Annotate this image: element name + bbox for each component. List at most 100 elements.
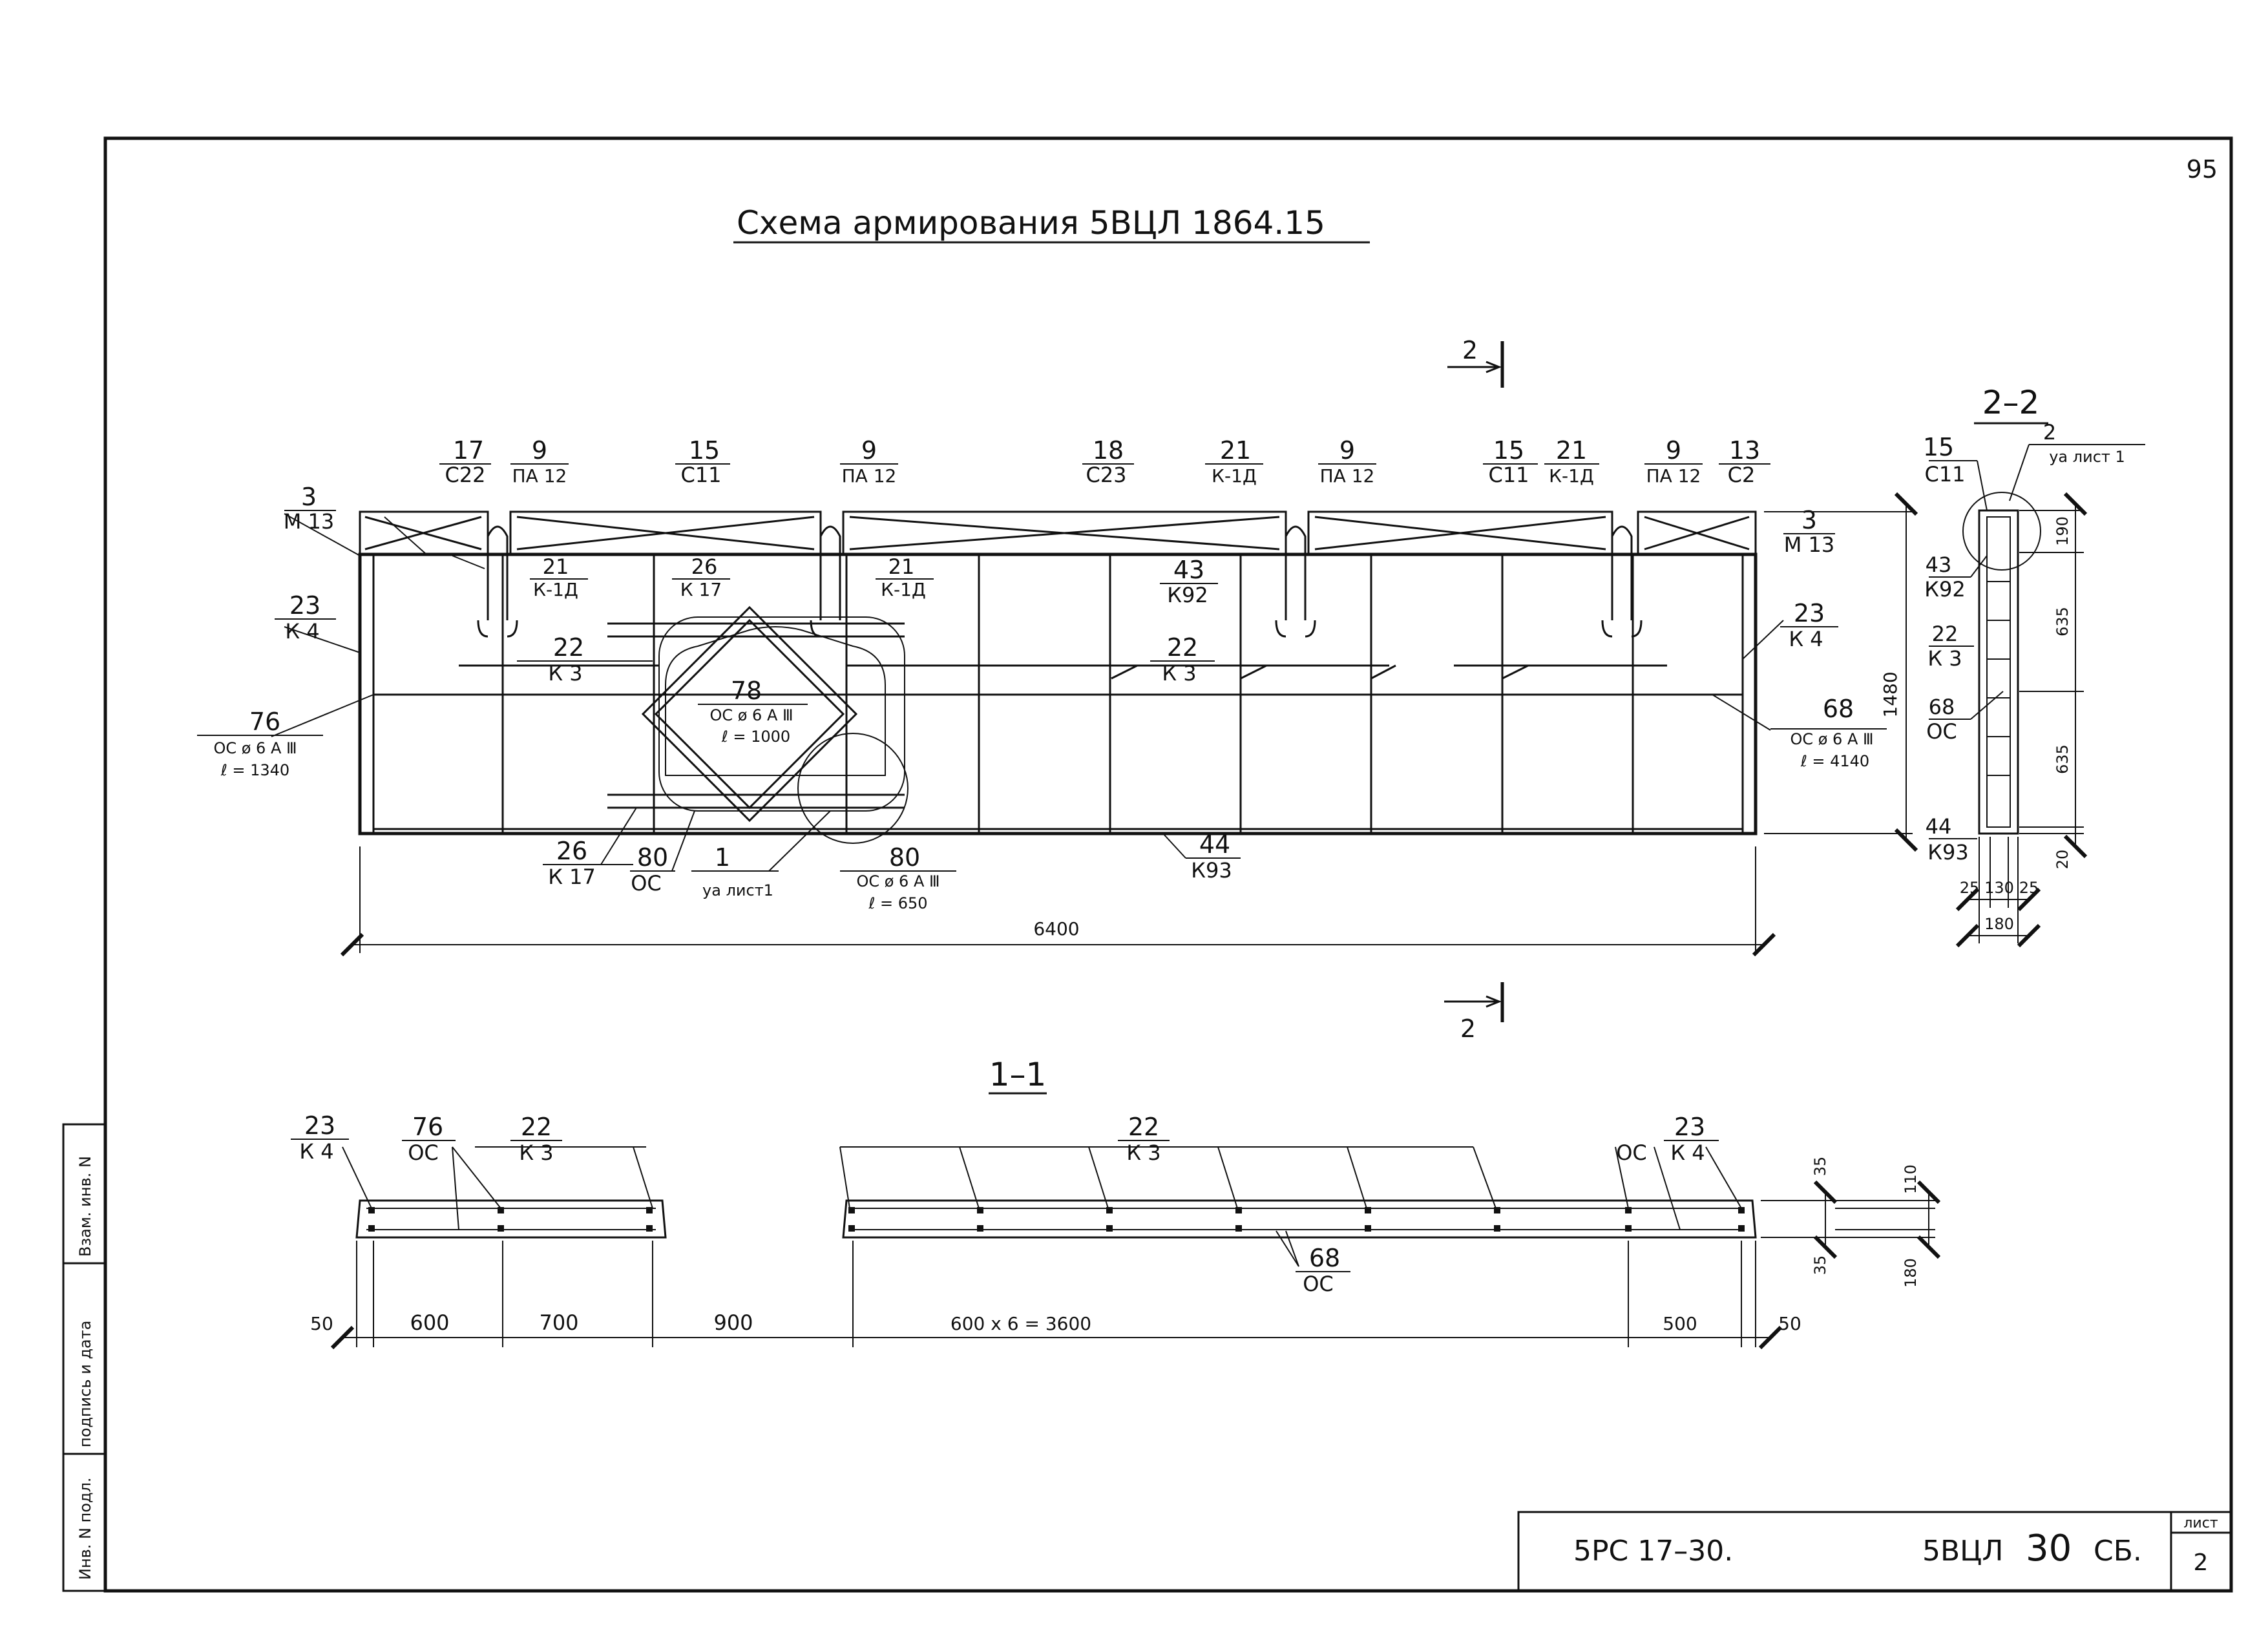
svg-text:М 13: М 13 [1784,532,1835,557]
callout-21b: 21 К-1Д [1544,436,1599,487]
svg-text:190: 190 [2053,516,2072,546]
svg-text:С11: С11 [680,463,721,487]
callout-26b: 26 К 17 [543,807,637,889]
svg-text:21: 21 [543,554,569,579]
callout-15a: 15 С11 [675,436,730,487]
svg-text:9: 9 [1339,436,1355,465]
svg-text:76: 76 [412,1113,443,1141]
stamp-code: 5РС 17–30. [1573,1535,1733,1568]
dim-length: 6400 [340,846,1776,957]
callout-17: 17 С22 [439,436,491,487]
svg-text:635: 635 [2053,607,2072,636]
drawing-title: Схема армирования 5ВЦЛ 1864.15 [737,204,1325,242]
callout-13: 13 С2 [1719,436,1770,487]
svg-text:К-1Д: К-1Д [1549,465,1594,487]
s22-callout-44: 44 К93 [1926,814,1977,865]
svg-text:22: 22 [1932,622,1958,646]
svg-text:22: 22 [553,633,584,662]
svg-text:К 4: К 4 [299,1139,333,1164]
svg-text:К-1Д: К-1Д [1212,465,1257,487]
svg-text:500: 500 [1663,1313,1697,1334]
svg-text:К-1Д: К-1Д [881,579,926,600]
callout-1: 1 уа лист1 [691,810,831,899]
svg-text:22: 22 [521,1113,552,1141]
section-1-1-title: 1–1 [989,1056,1047,1093]
callout-22a: 22 К 3 [517,633,653,686]
svg-text:50: 50 [310,1313,333,1334]
callout-21d: 21 К-1Д [876,554,934,600]
svg-text:С11: С11 [1488,463,1529,487]
stamp-sheet-label: лист [2183,1515,2218,1531]
svg-text:ОС ø 6 А Ⅲ: ОС ø 6 А Ⅲ [213,739,297,757]
s22-callout-22: 22 К 3 [1927,622,1974,671]
svg-text:21: 21 [1220,436,1251,465]
section-marker-top: 2 [1447,336,1504,388]
side-table-cell-replace: Взам. инв. N [76,1156,94,1257]
stamp-product-number: 30 [2026,1528,2072,1570]
svg-text:600: 600 [410,1310,449,1335]
svg-text:уа лист1: уа лист1 [702,881,773,899]
svg-text:15: 15 [1493,436,1524,465]
svg-text:К 4: К 4 [1789,627,1823,651]
svg-text:130: 130 [1984,879,2014,897]
svg-text:К93: К93 [1191,858,1232,883]
s11-callout-76: 76 ОС [402,1113,456,1165]
svg-text:К-1Д: К-1Д [533,579,578,600]
svg-text:С23: С23 [1086,463,1126,487]
svg-text:22: 22 [1167,633,1198,662]
section-1-1-left-part [355,1199,667,1239]
svg-text:22: 22 [1128,1113,1159,1141]
svg-text:К 3: К 3 [519,1140,553,1165]
svg-text:С11: С11 [1924,462,1965,487]
svg-text:М 13: М 13 [284,509,335,534]
svg-text:635: 635 [2053,744,2072,774]
callout-26a: 26 К 17 [672,554,730,600]
svg-text:ОС: ОС [1926,719,1957,744]
callout-44: 44 К93 [1162,830,1241,883]
svg-text:К92: К92 [1924,577,1965,602]
svg-text:2: 2 [2043,420,2056,445]
svg-text:К 4: К 4 [285,619,319,644]
note-80: 80 ОС ø 6 А Ⅲ ℓ = 650 [840,843,956,912]
svg-text:ОС: ОС [408,1140,439,1165]
svg-text:1: 1 [715,843,730,872]
svg-text:15: 15 [1923,433,1954,461]
svg-text:50: 50 [1778,1313,1801,1334]
section-1-1-right-part [842,1199,1757,1239]
callout-9d: 9 ПА 12 [1644,436,1703,487]
svg-text:13: 13 [1729,436,1760,465]
svg-text:К 3: К 3 [1126,1140,1160,1165]
svg-text:К 3: К 3 [548,661,582,686]
svg-text:25: 25 [1960,879,1980,897]
s22-callout-15: 15 С11 [1923,433,1988,511]
svg-text:26: 26 [556,837,587,865]
svg-text:21: 21 [888,554,915,579]
callout-18: 18 С23 [1082,436,1134,487]
svg-text:9: 9 [1666,436,1681,465]
elevation-view: 17 С22 9 ПА 12 15 С11 9 ПА 12 18 С23 21 … [197,336,1918,1043]
svg-text:ℓ = 4140: ℓ = 4140 [1800,752,1869,770]
dim-height: 1480 [1764,492,1918,852]
svg-text:23: 23 [1794,599,1825,627]
callout-22b: 22 К 3 [1150,633,1215,686]
svg-text:43: 43 [1173,556,1204,584]
svg-text:68: 68 [1823,695,1854,723]
title-block: 5РС 17–30. 5ВЦЛ 30 СБ. лист 2 [1517,1511,2232,1592]
svg-text:ПА 12: ПА 12 [512,465,567,487]
svg-text:900: 900 [713,1310,753,1335]
s11-callout-22a: 22 К 3 [510,1113,562,1165]
stamp-product-suffix: СБ. [2094,1535,2142,1568]
callout-23-left: 23 К 4 [275,591,336,644]
svg-text:26: 26 [691,554,718,579]
note-68: 68 ОС ø 6 А Ⅲ ℓ = 4140 [1770,695,1887,770]
section-2-2: 2–2 2 уа лист 1 15 С11 43 К92 22 К [1923,384,2145,948]
callout-9c: 9 ПА 12 [1318,436,1376,487]
svg-text:6400: 6400 [1033,918,1079,940]
s11-callout-68: 68 ОС [1296,1244,1350,1296]
svg-text:ПА 12: ПА 12 [1320,465,1375,487]
svg-text:18: 18 [1093,436,1124,465]
svg-text:ОС: ОС [1303,1272,1334,1296]
svg-text:3: 3 [1801,506,1817,534]
drawing-frame [103,136,2233,1593]
